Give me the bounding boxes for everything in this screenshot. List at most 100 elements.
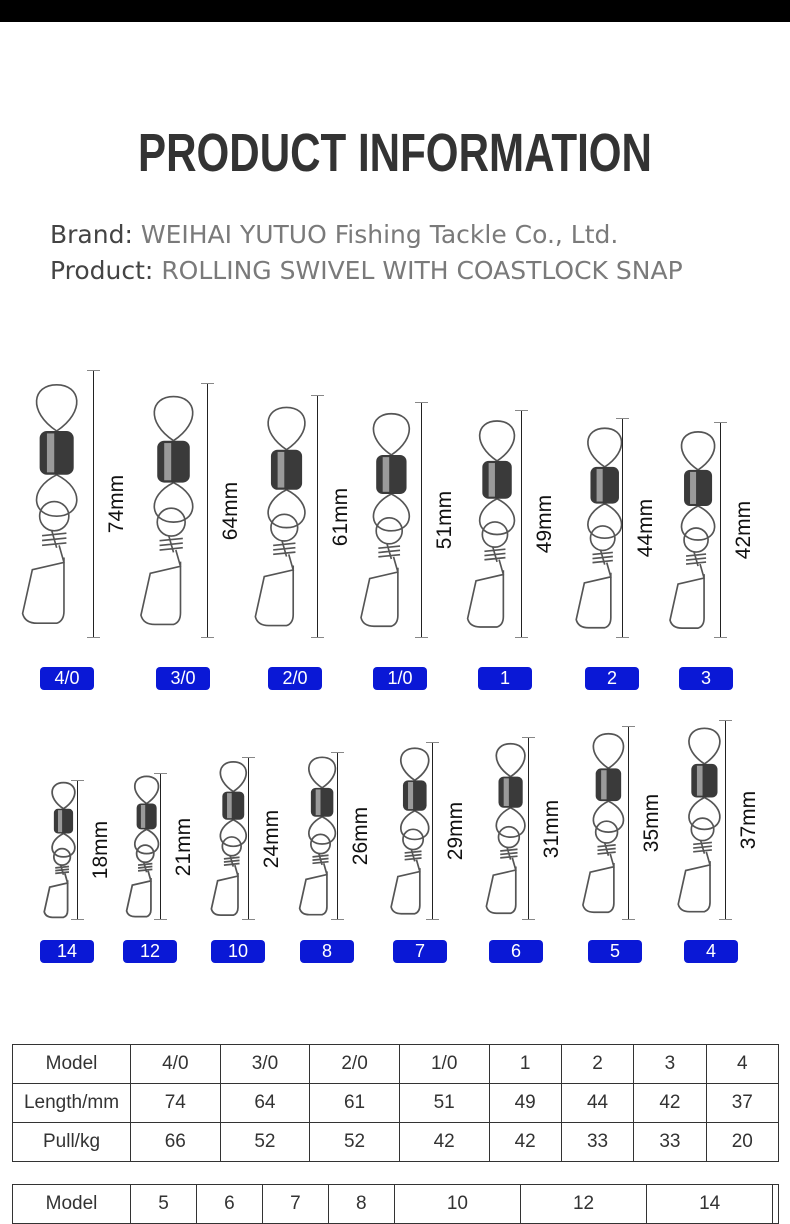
table-cell: 2/0 [309, 1044, 400, 1084]
dimension-label: 18mm [89, 820, 112, 880]
model-badge: 5 [588, 940, 642, 963]
model-badge: 2/0 [268, 667, 322, 690]
brand-label: Brand: [50, 220, 133, 249]
table-cell: 3 [633, 1044, 707, 1084]
dimension-label: 51mm [433, 490, 456, 550]
dimension-line [719, 720, 732, 920]
row-header: Model [12, 1184, 131, 1224]
swivel-snap-image [390, 747, 430, 915]
swivel-row1-0 [8, 370, 121, 643]
table-cell: 1/0 [398, 1044, 490, 1084]
swivel-row2-0 [36, 780, 100, 925]
dimension-line [415, 402, 428, 638]
dimension-line [242, 757, 255, 920]
swivel-snap-image [669, 431, 716, 629]
table-cell: 33 [560, 1122, 635, 1162]
dimension-label: 44mm [634, 498, 657, 558]
swivel-snap-image [254, 406, 306, 627]
table-cell: 2 [560, 1044, 635, 1084]
swivel-row2-5 [476, 737, 556, 925]
swivel-row1-3 [348, 402, 449, 643]
table-cell: 10 [393, 1184, 521, 1224]
product-label: Product: [50, 256, 154, 285]
swivel-row2-2 [202, 757, 275, 925]
table-cell: 74 [130, 1083, 221, 1123]
swivel-row2-6 [572, 726, 656, 925]
swivel-row2-7 [667, 720, 754, 925]
table-cell: 61 [309, 1083, 400, 1123]
model-badge: 7 [393, 940, 447, 963]
swivel-row1-5 [564, 418, 658, 643]
table-cell: 8 [327, 1184, 395, 1224]
dimension-line [714, 422, 727, 638]
model-badge: 10 [211, 940, 265, 963]
model-badge: 3/0 [156, 667, 210, 690]
dimension-label: 37mm [737, 790, 760, 850]
swivel-snap-image [574, 427, 622, 629]
dimension-line [154, 773, 167, 920]
table-cell: 4/0 [130, 1044, 221, 1084]
table-cell: 7 [261, 1184, 329, 1224]
dimension-label: 29mm [444, 801, 467, 861]
model-badge: 2 [585, 667, 639, 690]
table-cell: 66 [130, 1122, 221, 1162]
table-cell: 52 [219, 1122, 311, 1162]
dimension-line [622, 726, 635, 920]
table-cell: 20 [705, 1122, 780, 1162]
dimension-label: 35mm [640, 793, 663, 853]
product-value: ROLLING SWIVEL WITH COASTLOCK SNAP [161, 256, 683, 285]
dimension-line [616, 418, 629, 638]
swivel-row1-6 [658, 422, 751, 643]
dimension-line [331, 752, 344, 920]
swivel-row2-4 [381, 742, 459, 925]
table-cell: 14 [646, 1184, 774, 1224]
swivel-snap-image [485, 742, 526, 915]
table-cell: 6 [195, 1184, 263, 1224]
model-badge: 6 [489, 940, 543, 963]
model-badge: 1/0 [373, 667, 427, 690]
page-title: PRODUCT INFORMATION [138, 123, 652, 183]
swivel-snap-image [21, 383, 78, 625]
swivel-snap-image [466, 420, 516, 628]
swivel-row2-1 [118, 773, 184, 925]
dimension-line [71, 780, 84, 920]
table-cell: 1 [488, 1044, 562, 1084]
table-cell: 5 [130, 1184, 197, 1224]
model-badge: 12 [123, 940, 177, 963]
table-cell: 3/0 [219, 1044, 311, 1084]
swivel-snap-image [360, 412, 411, 628]
dimension-label: 24mm [260, 809, 283, 868]
swivel-snap-image [210, 760, 248, 917]
model-badge: 1 [478, 667, 532, 690]
model-badge: 3 [679, 667, 733, 690]
table-cell: 42 [488, 1122, 562, 1162]
table-cell: 33 [633, 1122, 707, 1162]
swivel-row2-3 [290, 752, 365, 925]
row-header: Model [12, 1044, 131, 1084]
table-cell: 4 [705, 1044, 780, 1084]
table-cell: 42 [633, 1083, 707, 1123]
model-badge: 14 [40, 940, 94, 963]
swivel-snap-image [125, 775, 159, 918]
swivel-row1-2 [242, 395, 345, 643]
top-bar [0, 0, 790, 22]
dimension-line [311, 395, 324, 638]
model-badge: 8 [300, 940, 354, 963]
dimension-label: 74mm [105, 474, 128, 534]
swivel-snap-image [582, 732, 625, 914]
swivel-row1-1 [127, 383, 235, 643]
dimension-label: 31mm [540, 799, 563, 858]
row-header: Length/mm [12, 1083, 131, 1123]
brand-value: WEIHAI YUTUO Fishing Tackle Co., Ltd. [140, 220, 619, 249]
swivel-snap-image [140, 395, 194, 626]
dimension-line [201, 383, 214, 638]
dimension-label: 26mm [349, 806, 372, 866]
table-cell: 12 [519, 1184, 648, 1224]
dimension-label: 42mm [732, 500, 755, 560]
table-cell: 37 [705, 1083, 780, 1123]
